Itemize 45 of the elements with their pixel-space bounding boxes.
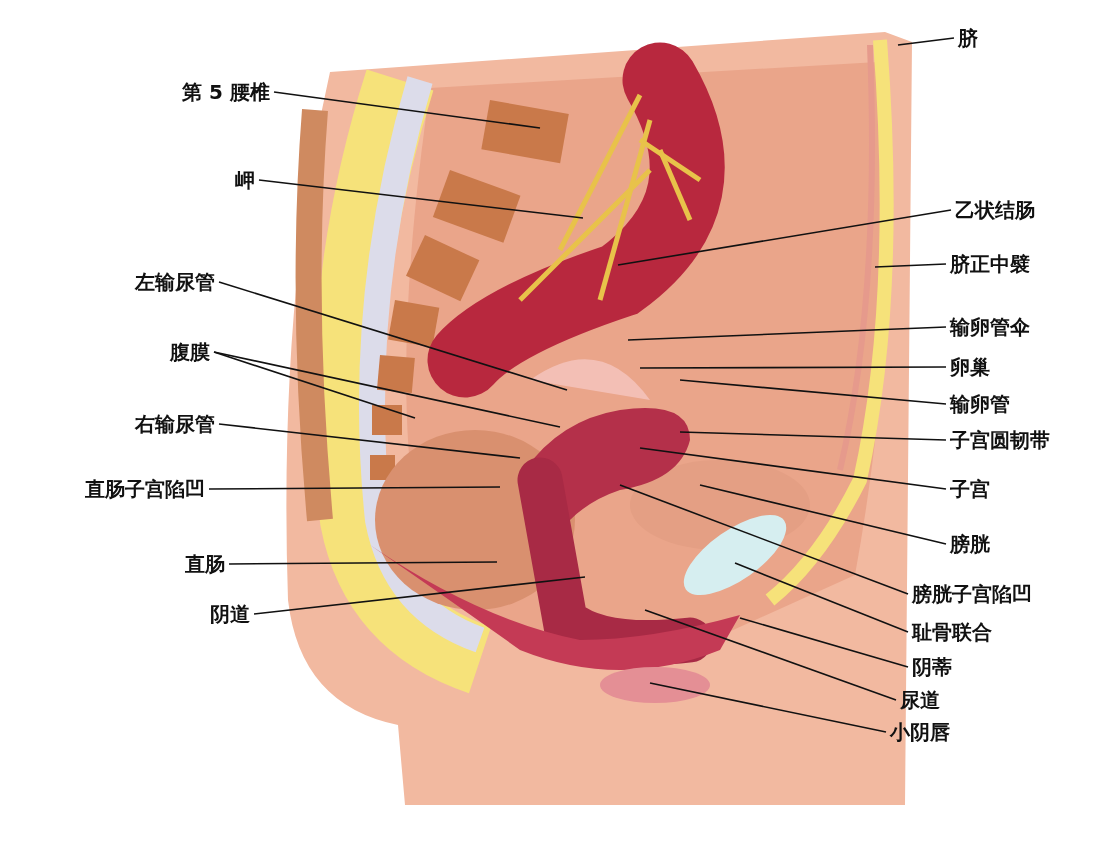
part-label: 输卵管 (950, 392, 1010, 416)
part-label: 阴道 (210, 602, 250, 626)
part-label: 左输尿管 (135, 270, 215, 294)
part-label: 小阴唇 (890, 720, 950, 744)
part-label: 膀胱 (950, 532, 990, 556)
part-label: 脐正中襞 (950, 252, 1030, 276)
leader-line (874, 263, 947, 268)
leader-line (218, 281, 568, 391)
leader-line (273, 91, 541, 129)
leader-line (639, 366, 947, 369)
part-label: 第 5 腰椎 (182, 80, 270, 104)
leader-line (679, 431, 947, 441)
part-label: 直肠 (185, 552, 225, 576)
leader-line (208, 486, 501, 490)
leader-line (258, 179, 584, 219)
part-label: 直肠子宫陷凹 (85, 477, 205, 501)
part-label: 子宫圆韧带 (950, 428, 1050, 452)
part-label: 尿道 (900, 688, 940, 712)
part-label: 腹膜 (170, 340, 210, 364)
part-label: 卵巢 (950, 355, 990, 379)
part-label: 膀胱子宫陷凹 (912, 582, 1032, 606)
leader-line (734, 562, 909, 633)
leader-line (228, 561, 498, 565)
leader-line (617, 209, 952, 266)
leader-line (739, 617, 909, 668)
leader-line (649, 682, 887, 733)
leader-line (218, 423, 521, 459)
part-label: 耻骨联合 (912, 620, 992, 644)
leader-line (699, 484, 947, 545)
part-label: 右输尿管 (135, 412, 215, 436)
part-label: 子宫 (950, 477, 990, 501)
leader-line (213, 351, 416, 419)
leader-line (627, 326, 947, 341)
leader-line (619, 484, 909, 595)
part-label: 岬 (235, 168, 255, 192)
leader-line (639, 447, 947, 490)
part-label: 输卵管伞 (950, 315, 1030, 339)
part-label: 乙状结肠 (955, 198, 1035, 222)
leader-line (213, 351, 561, 428)
part-label: 阴蒂 (912, 655, 952, 679)
leader-line (679, 379, 947, 405)
leader-line (644, 609, 897, 701)
leader-line (897, 37, 955, 46)
part-label: 脐 (958, 26, 978, 50)
leader-line (253, 576, 586, 615)
